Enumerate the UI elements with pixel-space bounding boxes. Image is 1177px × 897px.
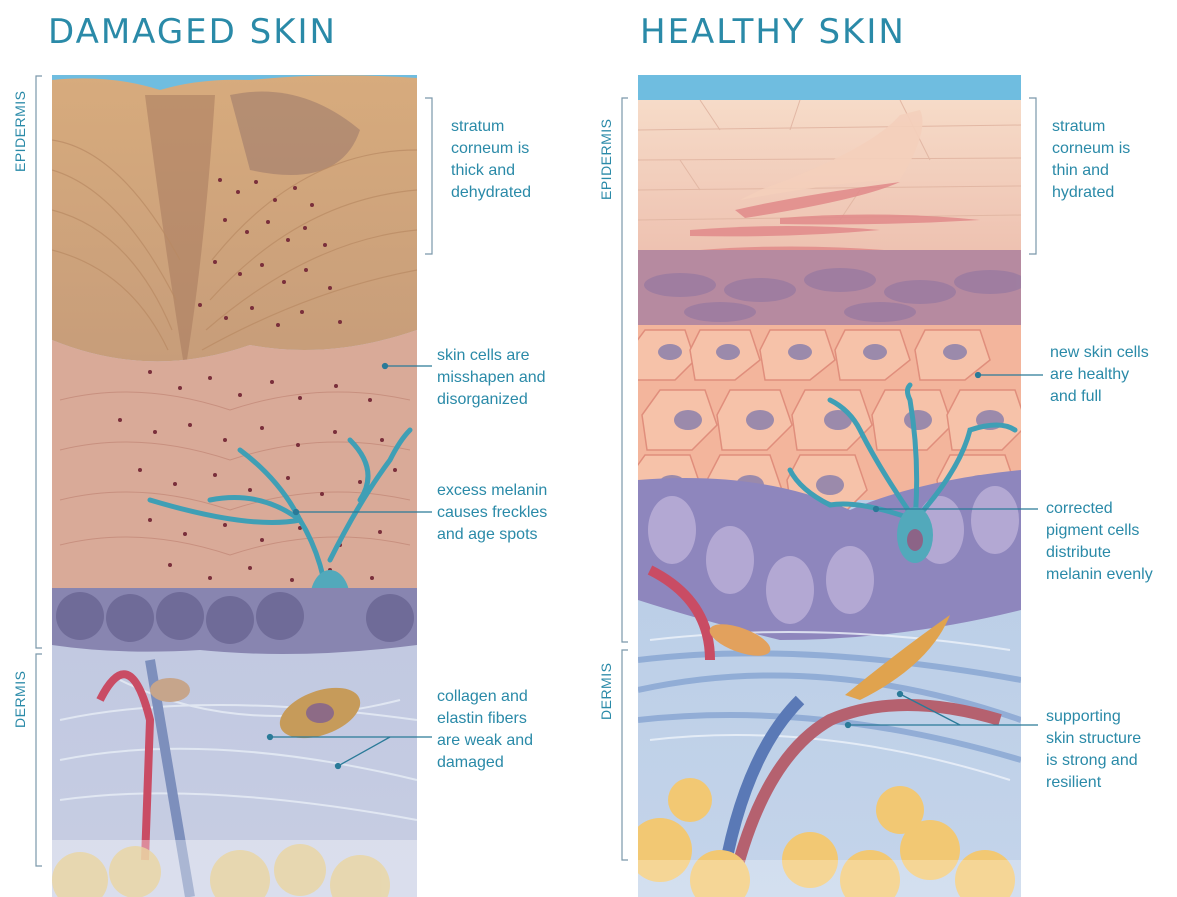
annotation-corrected-pigment: corrected pigment cells distribute melan… bbox=[1046, 498, 1153, 586]
annotation-line: pigment cells bbox=[1046, 520, 1153, 542]
left-epidermis-label: EPIDERMIS bbox=[12, 90, 28, 172]
annotation-weak-fibers: collagen and elastin fibers are weak and… bbox=[437, 686, 533, 774]
annotation-line: excess melanin bbox=[437, 480, 547, 502]
annotation-line: and full bbox=[1050, 386, 1149, 408]
annotation-line: stratum bbox=[451, 116, 531, 138]
right-dermis-label: DERMIS bbox=[598, 663, 614, 720]
annotation-line: are healthy bbox=[1050, 364, 1149, 386]
annotation-thin-corneum: stratum corneum is thin and hydrated bbox=[1052, 116, 1130, 204]
annotation-line: new skin cells bbox=[1050, 342, 1149, 364]
annotation-line: distribute bbox=[1046, 542, 1153, 564]
right-epidermis-label: EPIDERMIS bbox=[598, 118, 614, 200]
annotation-line: damaged bbox=[437, 752, 533, 774]
annotation-line: corneum is bbox=[451, 138, 531, 160]
damaged-skin-illustration bbox=[52, 75, 417, 897]
annotation-excess-melanin: excess melanin causes freckles and age s… bbox=[437, 480, 547, 546]
annotation-misshapen-cells: skin cells are misshapen and disorganize… bbox=[437, 345, 546, 411]
annotation-healthy-cells: new skin cells are healthy and full bbox=[1050, 342, 1149, 408]
annotation-line: stratum bbox=[1052, 116, 1130, 138]
annotation-line: disorganized bbox=[437, 389, 546, 411]
annotation-line: and age spots bbox=[437, 524, 547, 546]
left-dermis-label: DERMIS bbox=[12, 671, 28, 728]
annotation-line: supporting bbox=[1046, 706, 1141, 728]
annotation-line: skin structure bbox=[1046, 728, 1141, 750]
annotation-line: is strong and bbox=[1046, 750, 1141, 772]
annotation-line: dehydrated bbox=[451, 182, 531, 204]
annotation-line: thin and bbox=[1052, 160, 1130, 182]
annotation-line: resilient bbox=[1046, 772, 1141, 794]
annotation-line: collagen and bbox=[437, 686, 533, 708]
annotation-line: are weak and bbox=[437, 730, 533, 752]
healthy-skin-illustration bbox=[627, 75, 1027, 897]
annotation-line: elastin fibers bbox=[437, 708, 533, 730]
damaged-skin-title: DAMAGED SKIN bbox=[48, 12, 337, 52]
annotation-line: hydrated bbox=[1052, 182, 1130, 204]
annotation-line: thick and bbox=[451, 160, 531, 182]
annotation-strong-structure: supporting skin structure is strong and … bbox=[1046, 706, 1141, 794]
annotation-line: misshapen and bbox=[437, 367, 546, 389]
annotation-thick-corneum: stratum corneum is thick and dehydrated bbox=[451, 116, 531, 204]
annotation-line: corrected bbox=[1046, 498, 1153, 520]
annotation-line: corneum is bbox=[1052, 138, 1130, 160]
healthy-skin-title: HEALTHY SKIN bbox=[640, 12, 906, 52]
annotation-line: causes freckles bbox=[437, 502, 547, 524]
annotation-line: skin cells are bbox=[437, 345, 546, 367]
annotation-line: melanin evenly bbox=[1046, 564, 1153, 586]
